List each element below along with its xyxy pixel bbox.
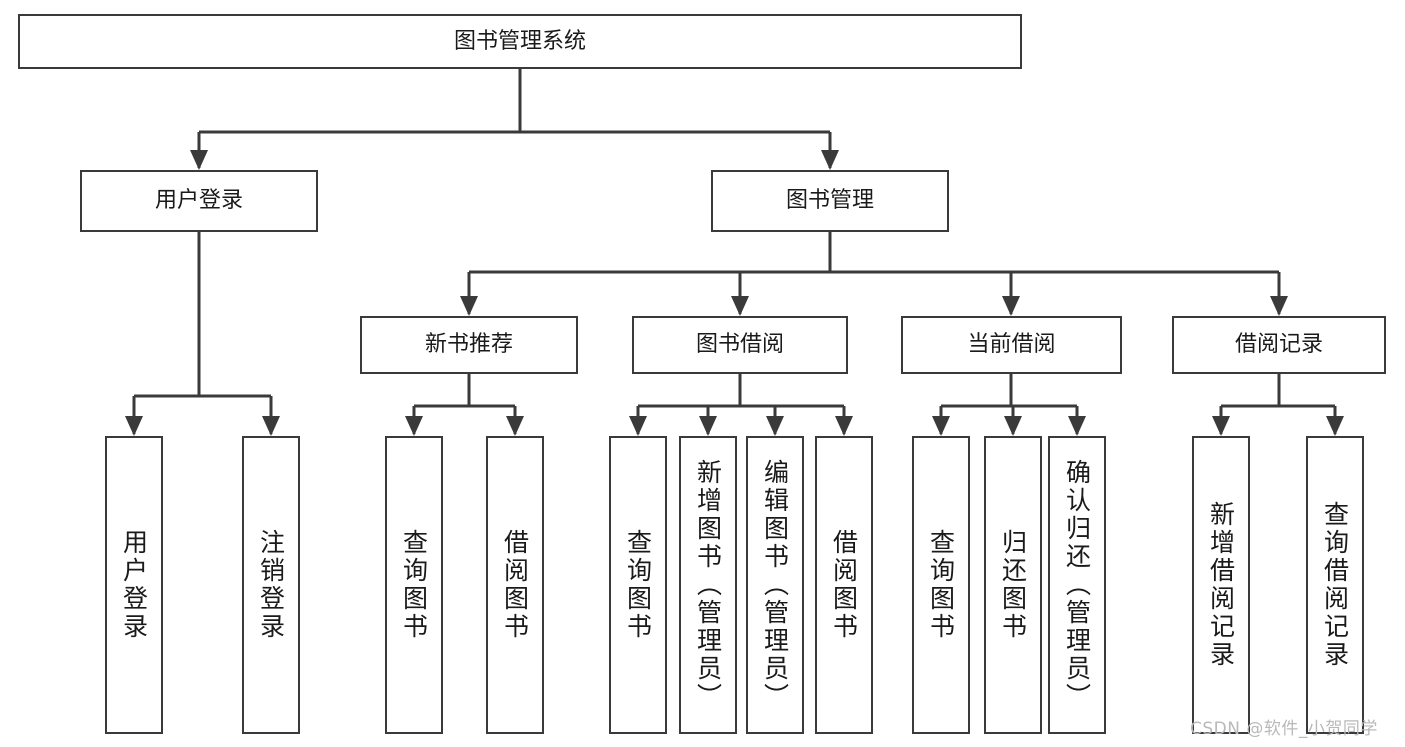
- node-label: 图书管理系统: [453, 28, 586, 54]
- node-label: 借阅记录: [1234, 332, 1323, 358]
- node-label: 查询图书: [623, 529, 653, 641]
- node-label: 新书推荐: [424, 332, 513, 358]
- arrowhead-2-0: [125, 416, 143, 436]
- node-leaf_8[interactable]: 查询图书: [912, 436, 970, 734]
- arrowhead-5-1: [1004, 416, 1022, 436]
- node-label: 归还图书: [998, 529, 1028, 641]
- node-leaf_12[interactable]: 查询借阅记录: [1306, 436, 1364, 734]
- node-label: 确认归还（管理员）: [1062, 459, 1092, 711]
- arrowhead-6-0: [1212, 416, 1230, 436]
- node-l3_3[interactable]: 借阅记录: [1172, 316, 1386, 374]
- arrowhead-4-1: [699, 416, 717, 436]
- arrowhead-5-0: [932, 416, 950, 436]
- arrowhead-1-1: [731, 296, 749, 316]
- node-label: 用户登录: [154, 188, 243, 214]
- arrowhead-0-1: [821, 150, 839, 170]
- arrowhead-4-0: [629, 416, 647, 436]
- node-label: 新增图书（管理员）: [693, 459, 723, 711]
- node-l3_2[interactable]: 当前借阅: [901, 316, 1122, 374]
- node-leaf_0[interactable]: 用户登录: [105, 436, 163, 734]
- node-leaf_10[interactable]: 确认归还（管理员）: [1048, 436, 1106, 734]
- node-label: 图书借阅: [695, 332, 784, 358]
- node-label: 图书管理: [785, 188, 874, 214]
- node-leaf_9[interactable]: 归还图书: [984, 436, 1042, 734]
- node-leaf_11[interactable]: 新增借阅记录: [1192, 436, 1250, 734]
- node-label: 查询借阅记录: [1320, 501, 1350, 669]
- arrowhead-4-3: [835, 416, 853, 436]
- arrowhead-2-1: [262, 416, 280, 436]
- node-label: 查询图书: [399, 529, 429, 641]
- node-leaf_1[interactable]: 注销登录: [242, 436, 300, 734]
- node-label: 用户登录: [119, 529, 149, 641]
- node-l3_0[interactable]: 新书推荐: [360, 316, 578, 374]
- node-root[interactable]: 图书管理系统: [18, 14, 1022, 69]
- watermark: CSDN @软件_小贺同学: [1190, 719, 1378, 739]
- node-label: 借阅图书: [500, 529, 530, 641]
- arrowhead-1-2: [1002, 296, 1020, 316]
- node-label: 借阅图书: [829, 529, 859, 641]
- node-l3_1[interactable]: 图书借阅: [632, 316, 848, 374]
- arrowhead-1-0: [460, 296, 478, 316]
- node-label: 当前借阅: [967, 332, 1056, 358]
- arrowhead-6-1: [1326, 416, 1344, 436]
- node-label: 查询图书: [926, 529, 956, 641]
- node-leaf_4[interactable]: 查询图书: [609, 436, 667, 734]
- node-l2_1[interactable]: 图书管理: [711, 170, 949, 232]
- arrowhead-0-0: [190, 150, 208, 170]
- node-label: 新增借阅记录: [1206, 501, 1236, 669]
- node-label: 编辑图书（管理员）: [760, 459, 790, 711]
- arrowhead-3-0: [405, 416, 423, 436]
- node-leaf_3[interactable]: 借阅图书: [486, 436, 544, 734]
- node-leaf_2[interactable]: 查询图书: [385, 436, 443, 734]
- node-l2_0[interactable]: 用户登录: [80, 170, 318, 232]
- node-label: 注销登录: [256, 529, 286, 641]
- arrowhead-5-2: [1068, 416, 1086, 436]
- node-leaf_5[interactable]: 新增图书（管理员）: [679, 436, 737, 734]
- arrowhead-1-3: [1270, 296, 1288, 316]
- node-leaf_7[interactable]: 借阅图书: [815, 436, 873, 734]
- node-leaf_6[interactable]: 编辑图书（管理员）: [746, 436, 804, 734]
- arrowhead-4-2: [766, 416, 784, 436]
- arrowhead-3-1: [506, 416, 524, 436]
